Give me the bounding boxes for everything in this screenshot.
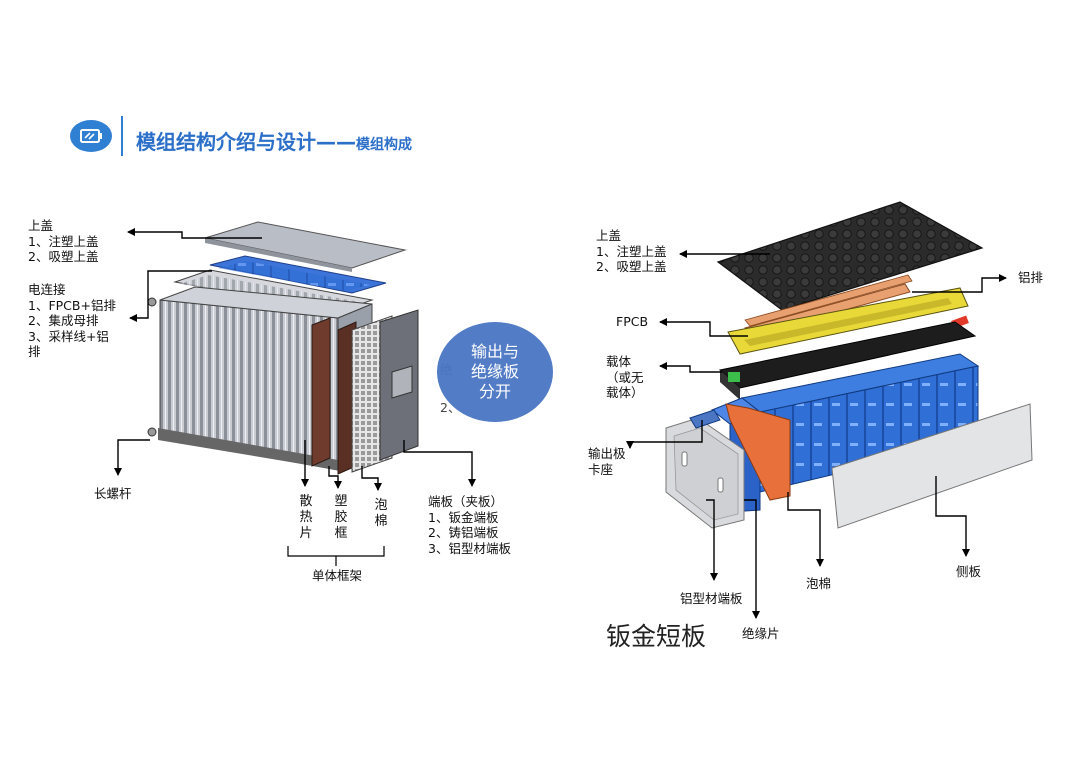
aluminum-bar-label: 铝排	[1018, 270, 1044, 285]
left-electrical-label: 电连接 1、FPCB+铝排 2、集成母排 3、采样线+铝 排	[28, 282, 116, 359]
sheet-metal-short-label: 钣金短板	[606, 622, 707, 651]
header-divider	[121, 116, 123, 156]
plastic-frame-label: 塑胶框	[334, 494, 348, 541]
right-module-illustration	[626, 201, 1033, 619]
right-foam-label: 泡棉	[806, 576, 832, 591]
note-bubble: 输出与 绝缘板 分开	[437, 322, 553, 422]
right-top-cover-label: 上盖 1、注塑上盖 2、吸塑上盖	[596, 228, 667, 274]
fpcb-label: FPCB	[616, 314, 649, 329]
heat-sink-label: 散热片	[299, 494, 313, 541]
carrier-label: 载体 （或无 载体）	[606, 354, 644, 400]
left-module-illustration	[114, 221, 476, 566]
single-frame-label: 单体框架	[312, 568, 363, 583]
al-profile-end-label: 铝型材端板	[680, 591, 743, 606]
title-subtitle: 模组构成	[356, 137, 412, 153]
long-screw-label: 长螺杆	[94, 486, 132, 501]
page-title: 模组结构介绍与设计——模组构成	[136, 126, 412, 155]
insulation-label: 绝缘片	[742, 626, 780, 641]
battery-logo-icon	[70, 120, 112, 152]
end-plate-label: 端板（夹板） 1、钣金端板 2、铸铝端板 3、铝型材端板	[428, 494, 511, 556]
left-top-cover-label: 上盖 1、注塑上盖 2、吸塑上盖	[28, 218, 99, 264]
bubble-text: 输出与 绝缘板 分开	[470, 342, 519, 401]
left-foam-label: 泡棉	[374, 498, 388, 529]
output-seat-label: 输出极 卡座	[588, 446, 626, 477]
side-plate-label: 侧板	[956, 564, 982, 579]
title-main-text: 模组结构介绍与设计——	[136, 130, 356, 154]
